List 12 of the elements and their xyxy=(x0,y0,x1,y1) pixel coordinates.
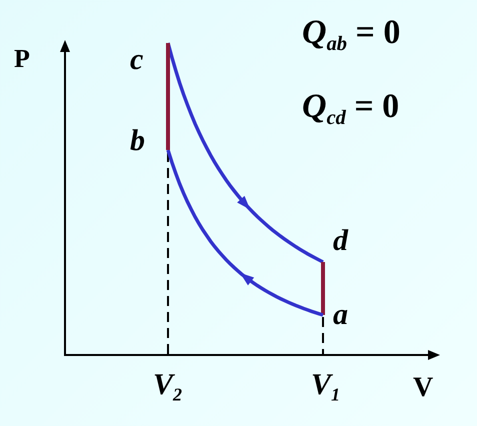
process-arrow xyxy=(166,149,324,317)
heat-equation: Q$_{cd}$ = 0 xyxy=(302,90,400,129)
heat-equation: Q$_{ab}$ = 0 xyxy=(302,16,400,55)
tick-label: V$_{2}$ xyxy=(153,370,182,404)
point-label: d xyxy=(333,226,348,256)
point-label: c xyxy=(130,45,144,75)
axis-label: P xyxy=(14,46,30,72)
tick-label: V$_{1}$ xyxy=(311,370,340,404)
process-arrow xyxy=(166,42,324,264)
point-label: a xyxy=(333,300,348,330)
axis-label: V xyxy=(413,374,434,402)
point-label: b xyxy=(130,126,145,156)
